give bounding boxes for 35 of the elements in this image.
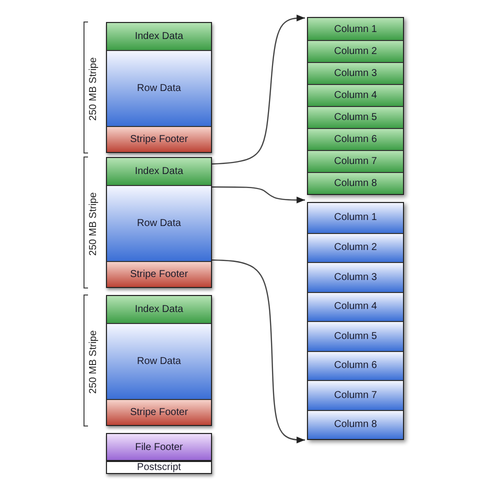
- data-segment: Column 6: [308, 350, 403, 380]
- arrow: [210, 259, 305, 444]
- data-segment: Row Data: [107, 185, 211, 261]
- data-segment: Column 3: [308, 62, 403, 84]
- data-segment: Stripe Footer: [107, 126, 211, 152]
- data-segment: Index Data: [107, 296, 211, 323]
- data-segment: Column 4: [308, 292, 403, 321]
- data-segment: Column 8: [308, 172, 403, 194]
- data-segment: Column 7: [308, 150, 403, 172]
- data-segment: Column 2: [308, 40, 403, 62]
- column-group: [307, 202, 404, 440]
- data-segment: Column 7: [308, 380, 403, 410]
- arrow: [211, 186, 305, 204]
- data-segment: Stripe Footer: [107, 261, 211, 287]
- stripe-size-label: 250 MB Stripe: [87, 328, 100, 396]
- data-segment: Column 4: [308, 84, 403, 106]
- data-segment: Column 6: [308, 128, 403, 150]
- data-segment: Column 1: [308, 203, 403, 232]
- arrow: [210, 14, 305, 165]
- data-segment: Stripe Footer: [107, 399, 211, 425]
- data-segment: Column 5: [308, 321, 403, 350]
- stripe-size-label: 250 MB Stripe: [87, 56, 100, 122]
- footer-block: File Footer: [106, 433, 212, 461]
- data-segment: Column 3: [308, 262, 403, 292]
- data-segment: Index Data: [107, 23, 211, 50]
- data-segment: Column 2: [308, 232, 403, 262]
- footer-block: Postscript: [106, 461, 212, 474]
- stripe-size-label: 250 MB Stripe: [87, 190, 100, 258]
- data-segment: Column 5: [308, 106, 403, 128]
- data-segment: Column 8: [308, 410, 403, 439]
- data-segment: Column 1: [308, 18, 403, 40]
- data-segment: Row Data: [107, 50, 211, 126]
- data-segment: Index Data: [107, 158, 211, 185]
- column-group: [307, 17, 404, 195]
- data-segment: Row Data: [107, 323, 211, 399]
